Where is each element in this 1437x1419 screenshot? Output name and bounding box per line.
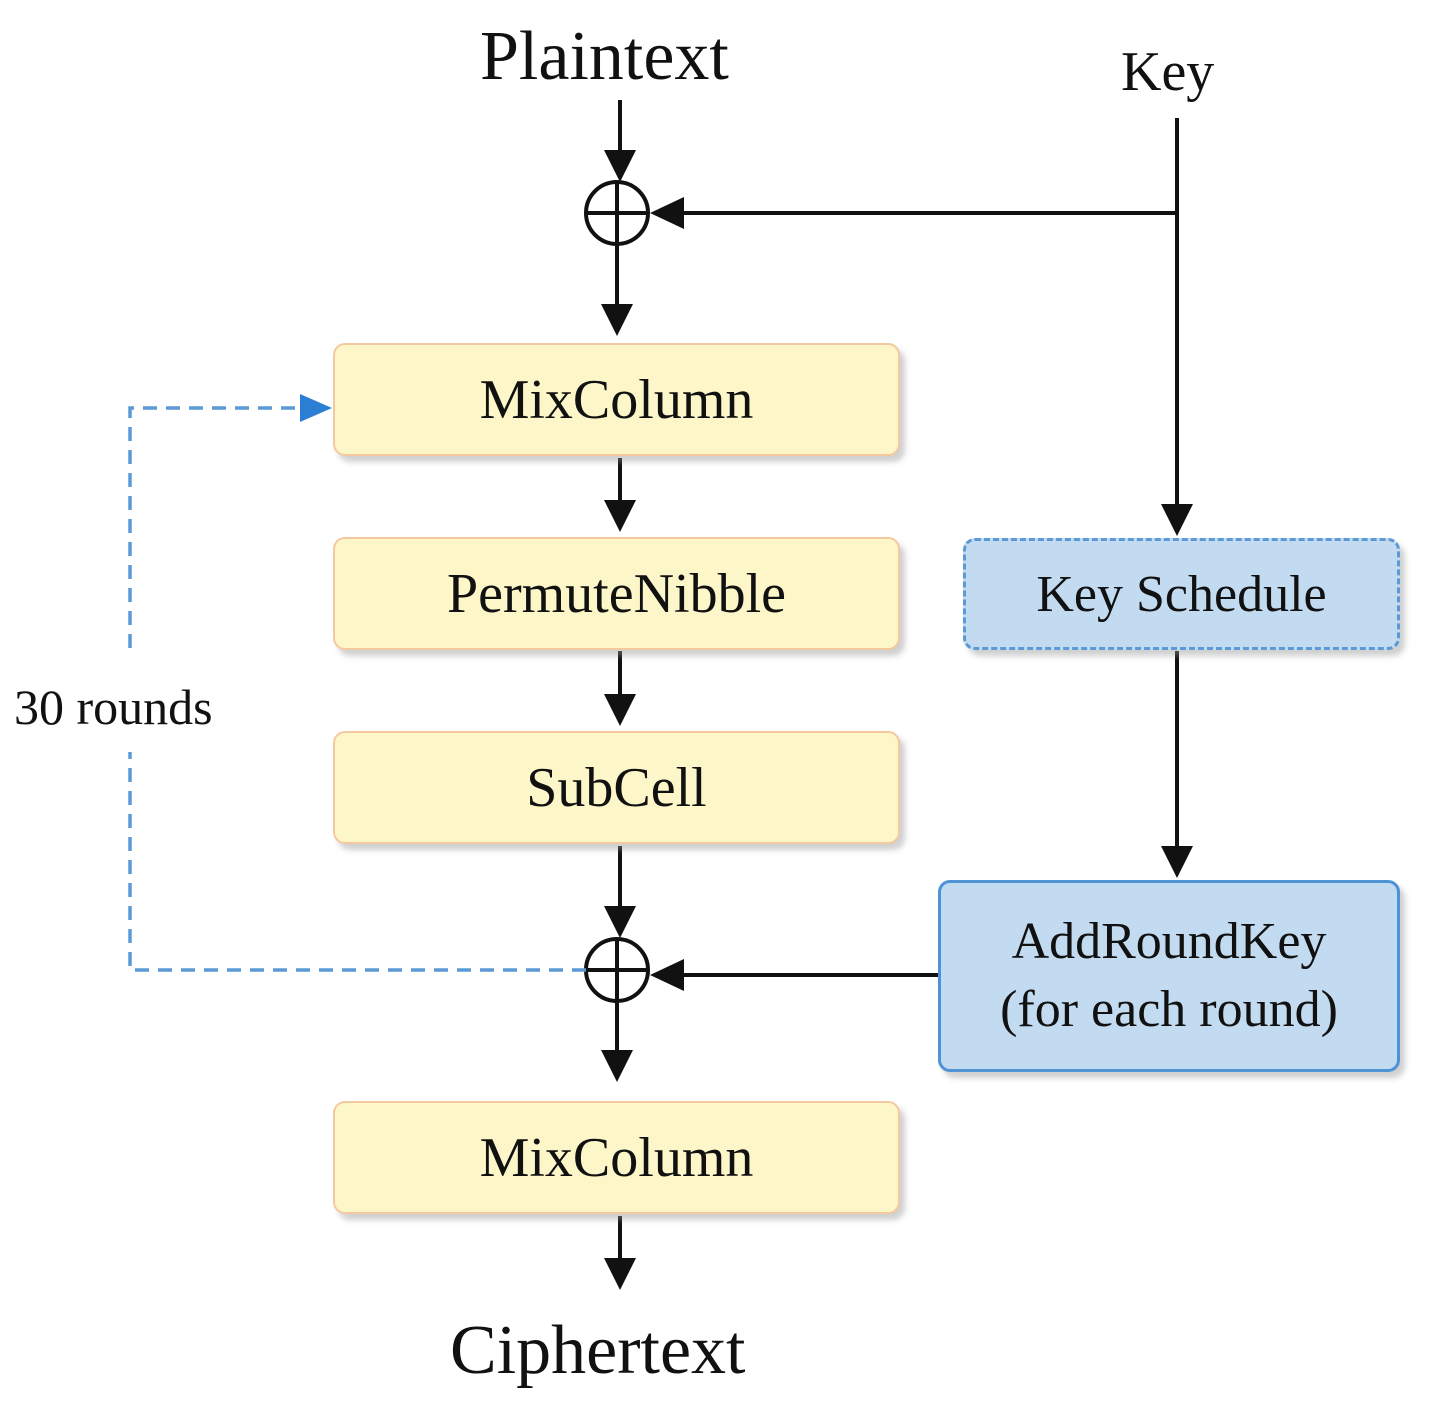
final-to-ciphertext-arrowhead xyxy=(604,1258,636,1290)
permutenibble-label: PermuteNibble xyxy=(446,562,787,625)
key-label: Key xyxy=(1121,41,1215,103)
permute-to-subcell-arrowhead xyxy=(604,694,636,726)
final-mixcolumn-label: MixColumn xyxy=(479,1126,754,1189)
round-loop-line xyxy=(128,406,586,972)
addroundkey-label: AddRoundKey xyxy=(1011,913,1327,971)
subcell-to-xor-arrowhead xyxy=(604,906,636,938)
key-schedule-label: Key Schedule xyxy=(1036,565,1327,623)
xor-initial-icon xyxy=(584,180,650,246)
mixcolumn-label: MixColumn xyxy=(479,368,754,431)
addroundkey-box: AddRoundKey (for each round) xyxy=(938,880,1400,1072)
rounds-label: 30 rounds xyxy=(14,679,213,735)
key-schedule-box: Key Schedule xyxy=(963,538,1400,650)
addroundkey-to-xor-arrowhead xyxy=(650,959,684,991)
addroundkey-sublabel: (for each round) xyxy=(1000,981,1338,1038)
xor-to-final-mixcolumn-arrowhead xyxy=(601,1050,633,1082)
key-to-xor-arrowhead xyxy=(650,197,684,229)
subcell-box: SubCell xyxy=(333,731,900,844)
subcell-label: SubCell xyxy=(526,756,707,819)
plaintext-label: Plaintext xyxy=(480,18,729,95)
schedule-to-addroundkey-arrowhead xyxy=(1161,846,1193,878)
xor-to-mixcolumn-arrowhead xyxy=(601,304,633,336)
mixcolumn-box: MixColumn xyxy=(333,343,900,456)
key-to-schedule-arrowhead xyxy=(1161,504,1193,536)
plaintext-arrowhead xyxy=(604,150,636,182)
final-mixcolumn-box: MixColumn xyxy=(333,1101,900,1214)
mixcolumn-to-permute-arrowhead xyxy=(604,500,636,532)
ciphertext-label: Ciphertext xyxy=(450,1312,746,1389)
permutenibble-box: PermuteNibble xyxy=(333,537,900,650)
xor-round-icon xyxy=(584,937,650,1003)
round-loop-arrowhead xyxy=(300,394,332,422)
